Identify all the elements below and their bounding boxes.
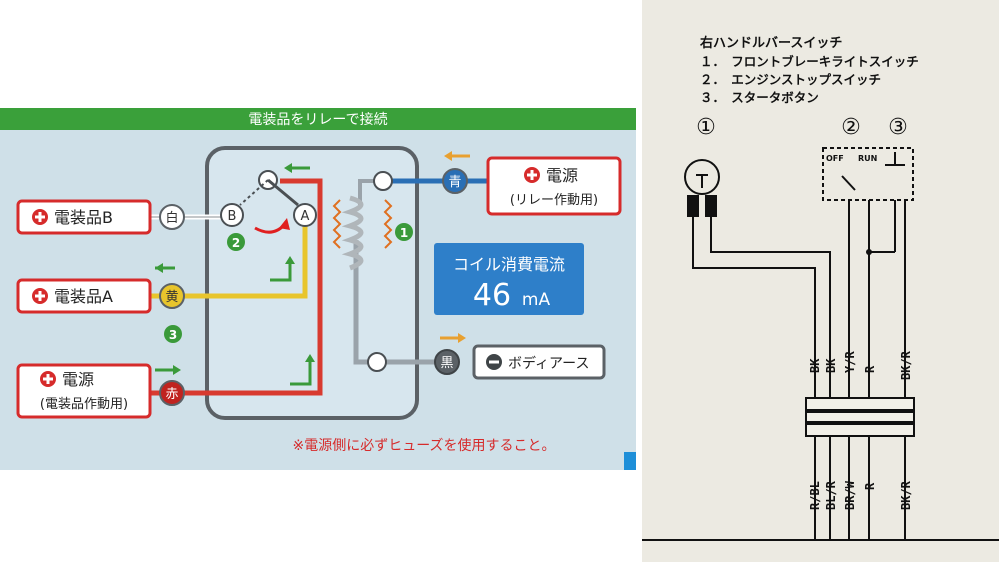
switch-arm-dashed bbox=[239, 179, 269, 206]
marker-1: ① bbox=[696, 115, 716, 140]
relay-coil bbox=[332, 195, 393, 271]
load-b-label: 電装品B bbox=[54, 208, 113, 227]
relay-wiring-panel: 電装品をリレーで接続 B A bbox=[0, 108, 636, 470]
banner-strip bbox=[0, 108, 636, 130]
load-a-label: 電装品A bbox=[54, 287, 113, 306]
load-b-box: 電装品B bbox=[16, 199, 152, 235]
lower-label-5: BK/R bbox=[899, 480, 913, 510]
schematic-paper bbox=[642, 0, 999, 562]
switch-off-label: OFF bbox=[826, 154, 844, 163]
step-badge-2 bbox=[227, 233, 245, 251]
banner-text: 電装品をリレーで接続 bbox=[248, 111, 387, 128]
schematic-item-2: ２． エンジンストップスイッチ bbox=[700, 72, 881, 87]
current-arrowheads bbox=[155, 163, 315, 375]
switch-run-label: RUN bbox=[858, 154, 877, 163]
schematic-item-3: ３． スタータボタン bbox=[700, 90, 819, 105]
ground-label: ボディアース bbox=[508, 355, 589, 372]
step-badge-1-label: 1 bbox=[400, 226, 408, 240]
switch-arm bbox=[267, 178, 299, 207]
ground-box: ボディアース bbox=[472, 344, 606, 380]
upper-label-3: Y/R bbox=[843, 351, 857, 373]
power-relay-box: 電源 (リレー作動用) bbox=[486, 156, 622, 216]
step-badge-3-label: 3 bbox=[169, 328, 177, 342]
handlebar-switch-schematic: 右ハンドルバースイッチ １． フロントブレーキライトスイッチ ２． エンジンスト… bbox=[642, 0, 999, 562]
wire-yellow bbox=[150, 217, 308, 299]
upper-label-4: R bbox=[863, 365, 877, 373]
power-load-label-2: (電装品作動用) bbox=[40, 397, 128, 412]
terminal-yellow-label: 黄 bbox=[165, 290, 178, 305]
upper-label-1: BK bbox=[808, 358, 822, 373]
terminal-black bbox=[434, 349, 460, 375]
wire-gray bbox=[353, 240, 450, 365]
upper-label-2: BK bbox=[824, 358, 838, 373]
lower-label-4: R bbox=[863, 482, 877, 490]
power-load-box: 電源 (電装品作動用) bbox=[16, 363, 152, 419]
load-a-box: 電装品A bbox=[16, 278, 152, 314]
marker-3: ③ bbox=[888, 115, 908, 140]
corner-tab bbox=[624, 452, 636, 470]
terminal-blue bbox=[442, 168, 468, 194]
current-arrows bbox=[155, 166, 312, 386]
lower-label-3: BR/W bbox=[843, 480, 857, 510]
terminal-blue-label: 青 bbox=[448, 175, 461, 190]
step-badge-3 bbox=[164, 325, 182, 343]
terminal-black-label: 黒 bbox=[440, 356, 453, 371]
lower-wires bbox=[642, 436, 999, 541]
schematic-title: 右ハンドルバースイッチ bbox=[699, 35, 842, 51]
upper-label-5: BK/R bbox=[899, 350, 913, 380]
step-badge-1 bbox=[395, 223, 413, 241]
terminal-white-label: 白 bbox=[165, 210, 178, 226]
junction-dot bbox=[866, 249, 872, 255]
schematic-item-1: １． フロントブレーキライトスイッチ bbox=[700, 54, 919, 69]
power-load-label-1: 電源 bbox=[62, 370, 94, 389]
connector-block bbox=[805, 397, 915, 437]
terminal-white bbox=[159, 204, 185, 230]
terminal-red-label: 赤 bbox=[165, 387, 178, 402]
marker-2: ② bbox=[841, 115, 861, 140]
lower-label-1: R/BL bbox=[808, 481, 822, 510]
contact-a-label: A bbox=[301, 209, 310, 224]
coil-current-label: コイル消費電流 bbox=[453, 255, 565, 274]
stop-starter-switch-box bbox=[822, 147, 914, 201]
terminal-yellow bbox=[159, 283, 185, 309]
contact-b bbox=[220, 203, 244, 227]
coil-current-box: コイル消費電流 46 mA bbox=[434, 243, 584, 315]
wire-red bbox=[150, 178, 323, 396]
orange-arrows bbox=[440, 151, 470, 343]
coil-bottom-node bbox=[367, 352, 387, 372]
relay-housing bbox=[205, 146, 419, 420]
fuse-warning: ※電源側に必ずヒューズを使用すること。 bbox=[292, 437, 555, 454]
terminal-red bbox=[159, 380, 185, 406]
coil-current-unit: mA bbox=[522, 290, 551, 310]
contact-a bbox=[293, 203, 317, 227]
switch-motion-arrowhead bbox=[279, 218, 290, 230]
lower-label-2: BL/R bbox=[824, 480, 838, 510]
power-relay-label-1: 電源 bbox=[546, 166, 578, 185]
coil-top-node bbox=[373, 171, 393, 191]
coil-current-value: 46 bbox=[473, 278, 511, 313]
contact-b-label: B bbox=[228, 209, 237, 224]
step-badge-2-label: 2 bbox=[232, 236, 240, 250]
power-relay-label-2: (リレー作動用) bbox=[510, 193, 598, 208]
